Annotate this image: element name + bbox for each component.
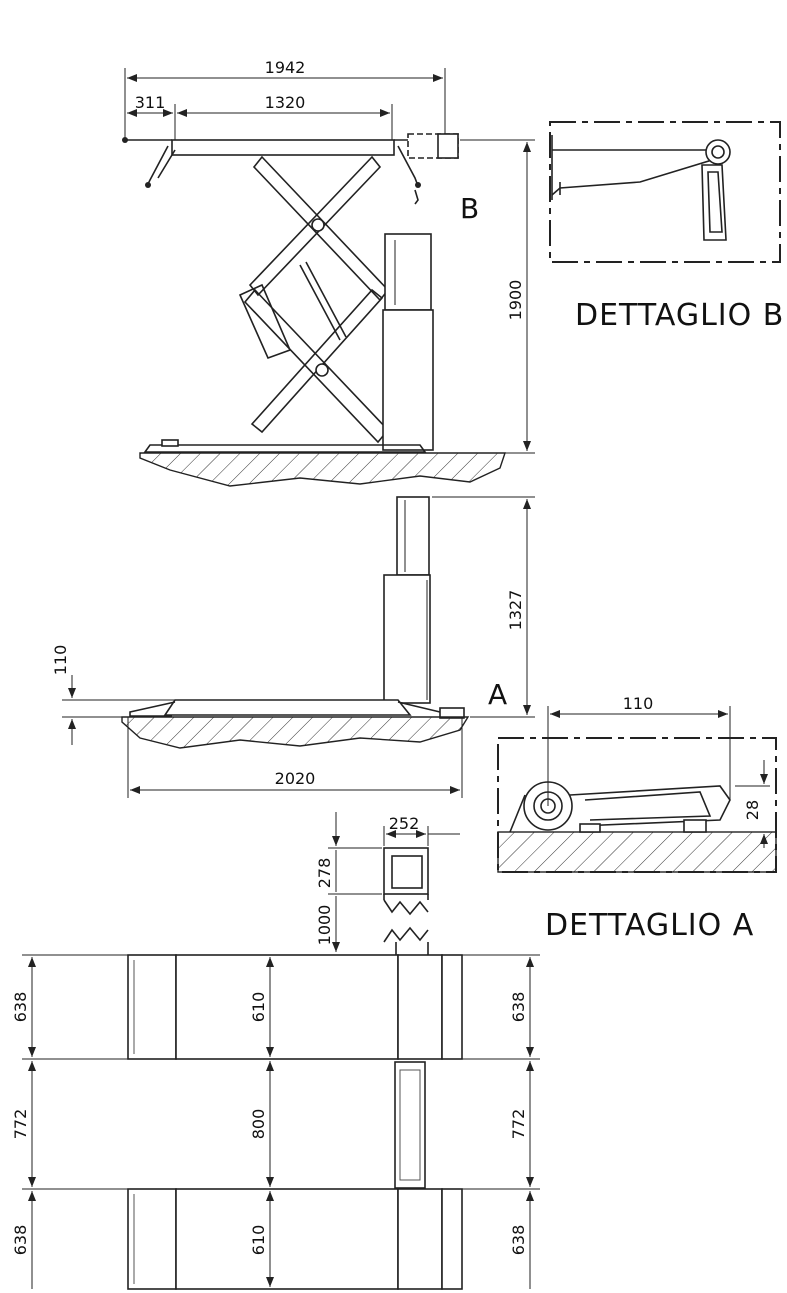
dim-section-height: 278 — [315, 858, 334, 889]
lowered-column-upper — [396, 496, 430, 576]
detail-b-hinge-inner — [711, 145, 725, 159]
lowered-ramp-left — [129, 701, 176, 717]
dim-plan-left-middle: 772 — [11, 1109, 30, 1140]
dim-plan-inner-bottom: 610 — [249, 1225, 268, 1256]
dim-detail-a-height-28: 28 — [743, 800, 762, 820]
detail-a-ground — [497, 831, 777, 873]
lowered-column-lower — [383, 574, 431, 704]
plan-view: 638 772 638 610 800 610 638 772 638 — [11, 954, 540, 1290]
dim-plan-inner-middle: 800 — [249, 1109, 268, 1140]
dim-plan-inner-top: 610 — [249, 992, 268, 1023]
lowered-platform — [163, 699, 412, 716]
dim-lowered-base-width: 2020 — [275, 769, 316, 788]
detail-b-bracket — [551, 149, 713, 196]
detail-b-arm-inner — [707, 171, 723, 233]
marker-a: A — [488, 678, 507, 711]
dim-plan-right-top: 638 — [509, 992, 528, 1023]
scissor-pivot — [315, 363, 329, 377]
dim-plan-right-middle: 772 — [509, 1109, 528, 1140]
scissor-pivot — [311, 218, 325, 232]
dim-top-overhang: 311 — [135, 93, 166, 112]
raised-platform — [171, 139, 395, 156]
detail-a-foot — [683, 819, 707, 833]
hydraulic-cylinder — [299, 261, 347, 341]
detail-b-frame — [549, 121, 781, 263]
plan-ramp-left-bottom — [127, 1188, 177, 1290]
break-line-top — [383, 899, 429, 916]
detail-a: 110 28 DETTAGLIO A — [497, 694, 777, 943]
ramp-arm-left-2 — [157, 149, 176, 179]
column-lower — [382, 309, 434, 451]
dim-section-width: 252 — [389, 814, 420, 833]
marker-b: B — [460, 192, 479, 225]
dim-detail-a-height-110: 110 — [623, 694, 654, 713]
plan-column-top — [397, 954, 443, 1060]
end-block — [437, 133, 459, 159]
dim-top-overall-width: 1942 — [265, 58, 306, 77]
raised-lift-view: 1942 311 1320 — [122, 58, 535, 487]
raised-base — [143, 444, 427, 453]
plan-column-bottom — [397, 1188, 443, 1290]
dim-plan-left-top: 638 — [11, 992, 30, 1023]
lowered-ramp-right — [397, 701, 441, 713]
plan-platform-top — [175, 954, 399, 1060]
scissor-arm-lower-1 — [243, 288, 390, 444]
plan-ramp-right-top — [441, 954, 463, 1060]
ramp-hook — [414, 189, 419, 205]
break-line-bottom — [383, 926, 429, 943]
plan-platform-bottom — [175, 1188, 399, 1290]
detail-a-ramp — [509, 794, 526, 833]
column-section: 252 278 1000 — [315, 812, 460, 955]
ramp-pin — [145, 182, 151, 188]
ramp-pin — [415, 182, 421, 188]
dim-gap-to-plan: 1000 — [315, 905, 334, 946]
detail-a-arm-inner — [584, 791, 712, 821]
detail-b-label: DETTAGLIO B — [575, 298, 784, 333]
dim-top-platform-width: 1320 — [265, 93, 306, 112]
lowered-lift-view: 1327 110 2020 A — [51, 496, 535, 798]
detail-b-arm — [701, 164, 727, 241]
dim-lowered-column-height: 1327 — [506, 590, 525, 631]
detail-b: DETTAGLIO B — [549, 121, 784, 333]
section-inner — [391, 855, 423, 889]
scissor-arm-upper-2 — [248, 155, 382, 297]
platform-pin — [122, 137, 128, 143]
ground-hatch — [139, 452, 506, 487]
dim-raised-height: 1900 — [506, 280, 525, 321]
dim-lowered-platform-height: 110 — [51, 645, 70, 676]
base-foot — [161, 439, 179, 447]
ground-hatch — [121, 716, 470, 749]
dim-plan-right-bottom: 638 — [509, 1225, 528, 1256]
dim-plan-left-bottom: 638 — [11, 1225, 30, 1256]
plan-ramp-left-top — [127, 954, 177, 1060]
detail-a-foot — [579, 823, 601, 833]
side-bracket — [238, 283, 292, 360]
plan-ramp-right-bottom — [441, 1188, 463, 1290]
column-upper — [384, 233, 432, 311]
plan-middle-inner — [399, 1069, 421, 1181]
scissor-arm-lower-2 — [250, 288, 384, 434]
detail-a-label: DETTAGLIO A — [545, 908, 754, 943]
